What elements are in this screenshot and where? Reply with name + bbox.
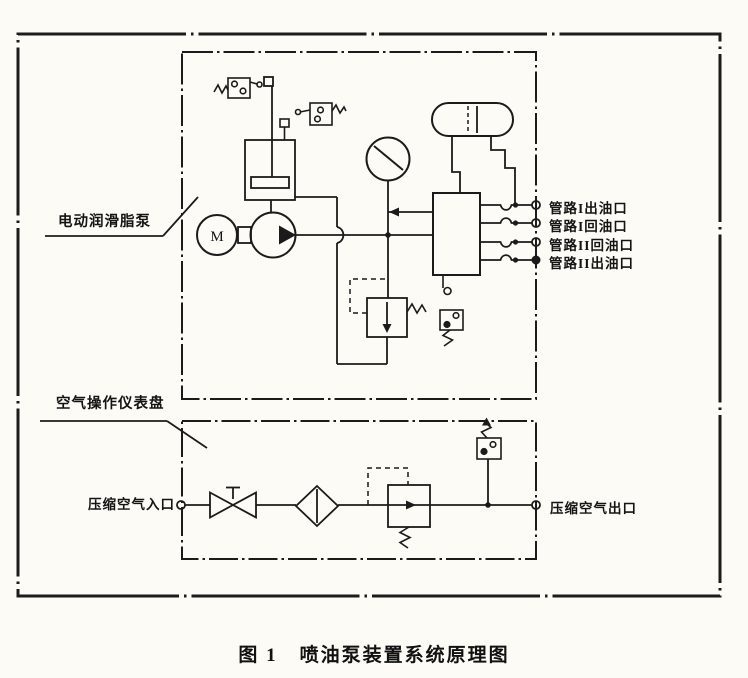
pressure-regulator — [367, 467, 431, 549]
label-grease-pump: 电动润滑脂泵 — [58, 214, 151, 230]
electric-motor: M — [196, 214, 238, 256]
grease-reservoir — [244, 76, 296, 201]
label-air-outlet: 压缩空气出口 — [550, 501, 637, 516]
shutoff-valve — [209, 486, 257, 520]
port-circle-line1-out — [531, 200, 541, 210]
flow-arrow-icon — [389, 207, 399, 217]
motor-letter: M — [210, 229, 223, 245]
port-circle-line2-return — [531, 237, 541, 247]
air-pressure-switch — [476, 417, 502, 460]
spring-icon — [441, 329, 455, 347]
label-port-line2-out: 管路II出油口 — [549, 256, 635, 271]
port-hose-lines — [480, 204, 532, 261]
pump-flow-triangle-icon — [279, 225, 296, 245]
accumulator — [431, 102, 516, 205]
label-port-line1-out: 管路I出油口 — [549, 201, 628, 216]
figure-number: 图 1 — [238, 645, 278, 666]
lower-panel-border — [181, 420, 537, 560]
port-circle-line1-return — [531, 218, 541, 228]
spring-icon — [406, 302, 427, 315]
gauge-needle — [373, 145, 404, 171]
pilot-line — [349, 278, 388, 314]
pilot-line — [367, 467, 409, 505]
line-hop — [336, 226, 345, 244]
drain-port — [442, 275, 452, 296]
leader-line-air-panel — [40, 420, 208, 449]
air-outlet-port — [531, 500, 541, 510]
valve-arrow-icon — [382, 324, 392, 333]
level-limit-switch-right — [279, 102, 347, 140]
upper-panel-border — [181, 51, 537, 400]
label-port-line1-return: 管路I回油口 — [549, 219, 628, 234]
relief-valve — [349, 278, 427, 338]
pump — [249, 211, 297, 259]
outer-border — [16, 32, 722, 598]
figure-caption: 图 1 喷油泵装置系统原理图 — [0, 640, 748, 667]
level-limit-switch-left — [213, 77, 263, 99]
port-circle-line2-out — [531, 255, 541, 265]
label-port-line2-return: 管路II回油口 — [549, 238, 635, 253]
figure-title: 喷油泵装置系统原理图 — [299, 645, 510, 666]
coupling — [237, 226, 252, 244]
arrow-up-icon — [482, 417, 491, 426]
oil-lines — [270, 180, 433, 365]
hose-junction-dots — [512, 202, 519, 263]
flow-arrow-icon — [406, 500, 416, 510]
spring-icon — [398, 526, 412, 549]
label-air-panel: 空气操作仪表盘 — [56, 396, 165, 412]
leader-line-grease-pump — [45, 196, 199, 237]
oil-pressure-switch — [439, 309, 464, 347]
spring-icon — [331, 103, 347, 115]
distributor-block — [432, 192, 481, 276]
air-filter — [294, 484, 340, 528]
spring-icon — [213, 83, 229, 95]
junction-dot — [385, 232, 391, 238]
pressure-gauge — [365, 136, 411, 182]
label-air-inlet: 压缩空气入口 — [88, 497, 175, 512]
